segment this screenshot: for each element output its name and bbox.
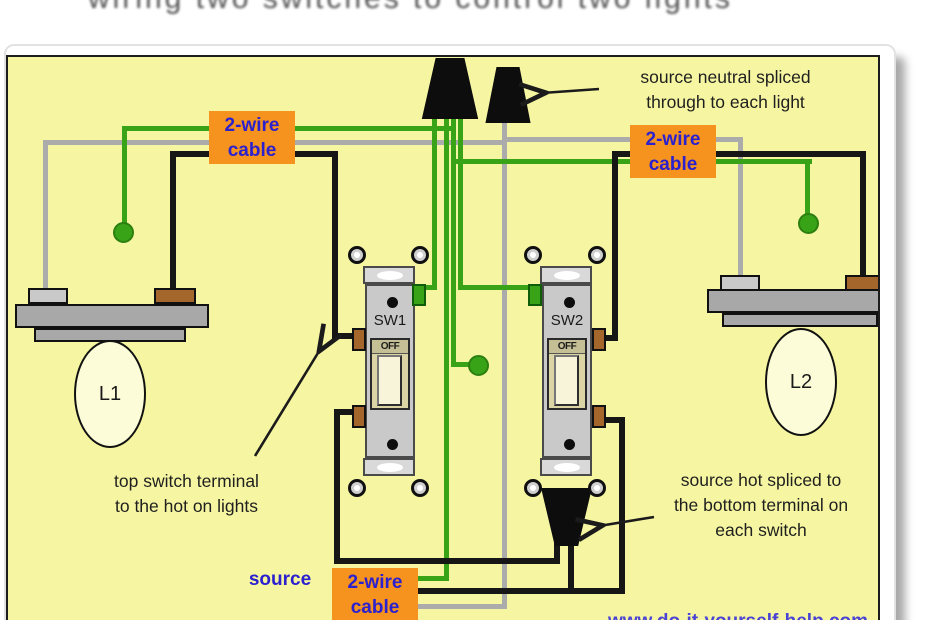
wiring-diagram-panel: L1 L2 SW1 OFF [6, 55, 880, 620]
sw2-ground-terminal [528, 284, 542, 306]
l2-label: L2 [789, 370, 813, 393]
sw2-off-label: OFF [549, 340, 585, 354]
wire-black-segment [170, 151, 176, 291]
sw1-top-strap [363, 266, 415, 284]
wire-black-segment [598, 417, 625, 423]
l2-fixture-socket [722, 313, 878, 327]
wire-green-segment [451, 105, 456, 365]
source-label: source [248, 569, 312, 590]
l1-neutral-terminal [28, 288, 68, 304]
wire-black-segment [334, 409, 340, 564]
wire-black-segment [619, 417, 625, 594]
arrow-to-neutral-nut [542, 89, 600, 93]
wire-black-segment [568, 541, 574, 594]
wire-black-segment [612, 151, 866, 157]
wire-green-segment [122, 126, 127, 232]
wire-nut-ground-splice [421, 58, 479, 119]
sw1-bottom-terminal [352, 405, 366, 428]
sw2-bottom-strap [540, 458, 592, 476]
wire-green-segment [418, 285, 436, 290]
wire-green-segment [413, 576, 449, 581]
screw-icon [348, 479, 366, 497]
screw-icon [588, 479, 606, 497]
arrow-to-top-terminal [253, 348, 321, 457]
note-source-hot: source hot spliced to the bottom termina… [673, 470, 849, 540]
sw2-toggle[interactable]: OFF [547, 338, 587, 410]
watermark-url: www.do-it-yourself-help.com [608, 611, 878, 620]
wire-black-segment [860, 151, 866, 283]
wire-green-segment [432, 105, 437, 290]
screw-icon [524, 246, 542, 264]
sw2-bottom-hole [564, 439, 575, 450]
wire-black-segment [554, 541, 560, 563]
l1-label: L1 [98, 382, 122, 405]
sw1-bottom-hole [387, 439, 398, 450]
light-bulb-l2: L2 [765, 328, 837, 436]
wire-gray-segment [415, 604, 507, 609]
wire-black-segment [334, 409, 358, 415]
ground-pigtail-dot-box [468, 355, 489, 376]
wire-green-segment [444, 105, 449, 579]
ground-pigtail-dot-l2 [798, 213, 819, 234]
page-title-cutoff: wiring two switches to control two light… [88, 0, 733, 16]
cable-tag-left: 2-wire cable [209, 111, 295, 164]
light-bulb-l1: L1 [74, 340, 146, 448]
sw2-top-strap [540, 266, 592, 284]
sw2-label: SW2 [550, 312, 584, 329]
sw2-toggle-knob[interactable] [554, 355, 579, 406]
note-top-terminal: top switch terminal to the hot on lights [114, 471, 259, 516]
wire-green-segment [458, 285, 534, 290]
wire-green-segment [458, 105, 463, 288]
wire-black-segment [334, 558, 560, 564]
ground-pigtail-dot-l1 [113, 222, 134, 243]
diagram-card: L1 L2 SW1 OFF [4, 44, 896, 620]
l1-fixture-base [15, 304, 209, 328]
cable-tag-bottom: 2-wire cable [332, 568, 418, 620]
sw1-bottom-strap [363, 458, 415, 476]
note-source-neutral: source neutral spliced through to each l… [640, 67, 811, 112]
wire-black-segment [413, 588, 625, 594]
wire-gray-segment [505, 137, 743, 142]
wire-black-segment [332, 151, 338, 339]
wire-gray-segment [43, 140, 48, 292]
wire-gray-segment [738, 137, 743, 279]
cable-tag-right: 2-wire cable [630, 125, 716, 178]
l2-fixture-base [707, 289, 878, 313]
sw1-top-hole [387, 297, 398, 308]
wire-green-segment [805, 159, 810, 219]
wire-nut-hot-splice [541, 488, 592, 546]
wire-black-segment [598, 335, 618, 341]
wire-black-segment [332, 333, 356, 339]
sw2-top-terminal [592, 328, 606, 351]
sw1-off-label: OFF [372, 340, 408, 354]
wire-black-segment [612, 151, 618, 341]
sw1-label: SW1 [373, 312, 407, 329]
screw-icon [411, 246, 429, 264]
wire-nut-neutral-splice [485, 67, 531, 123]
sw1-top-terminal [352, 328, 366, 351]
sw2-top-hole [564, 297, 575, 308]
screw-icon [411, 479, 429, 497]
screw-icon [348, 246, 366, 264]
wire-gray-segment [502, 115, 507, 609]
screw-icon [588, 246, 606, 264]
sw1-toggle[interactable]: OFF [370, 338, 410, 410]
l1-hot-terminal [154, 288, 196, 304]
sw2-bottom-terminal [592, 405, 606, 428]
screw-icon [524, 479, 542, 497]
sw1-toggle-knob[interactable] [377, 355, 402, 406]
sw1-ground-terminal [412, 284, 426, 306]
wire-green-segment [451, 362, 476, 367]
